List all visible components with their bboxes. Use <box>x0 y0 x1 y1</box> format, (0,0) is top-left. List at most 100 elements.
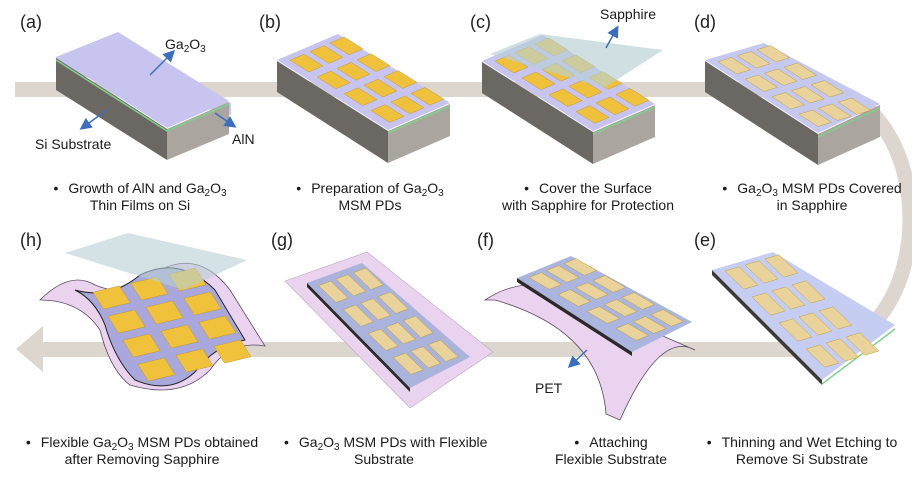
electrode-pad <box>390 95 425 115</box>
electrode-pad <box>586 306 620 324</box>
electrode-pad <box>650 309 684 327</box>
electrode-pad <box>329 36 364 56</box>
panel-label-h: (h) <box>20 230 42 250</box>
electrode-pad <box>798 312 833 336</box>
electrode-array <box>289 36 445 123</box>
electrode-pad <box>360 298 391 321</box>
electrode-pad <box>122 333 161 358</box>
panel-g-assembly <box>284 251 494 409</box>
electrode-pad <box>744 260 779 284</box>
panel-label-b: (b) <box>259 12 281 32</box>
electrode-pad <box>724 266 759 290</box>
panel-f-assembly <box>483 256 696 421</box>
electrode-pad <box>363 78 398 98</box>
electrode-pad <box>783 62 817 80</box>
electrode-pad <box>160 324 199 349</box>
electrode-pad <box>336 62 371 81</box>
electrode-pad <box>353 267 384 290</box>
si-pointer <box>79 109 108 130</box>
panel-label-e: (e) <box>694 230 716 250</box>
flow-path-arrowhead <box>16 326 43 372</box>
electrode-array <box>318 267 459 375</box>
electrode-pad <box>428 339 459 362</box>
panel-label-a: (a) <box>20 12 42 32</box>
electrode-pad <box>764 254 799 278</box>
electrode-pad <box>145 300 184 325</box>
electrode-array <box>528 258 684 341</box>
electrode-pad <box>810 80 844 98</box>
electrode-pad <box>383 70 418 89</box>
electrode-pad <box>744 74 778 92</box>
electrode-pad <box>621 292 655 310</box>
electrode-pad <box>213 339 252 364</box>
electrode-array <box>717 45 871 127</box>
panel-d-wafer <box>705 43 881 165</box>
electrode-pad <box>818 306 853 330</box>
electrode-pad <box>309 45 344 64</box>
electrode-pad <box>837 97 871 115</box>
electrode-pad <box>356 53 391 72</box>
electrode-pad <box>633 316 667 334</box>
electrode-pad <box>403 315 434 338</box>
annotation-ga2o3: Ga2O3 <box>165 36 206 55</box>
electrode-pad <box>137 357 176 382</box>
electrode-pad <box>615 323 649 341</box>
annotation-aln: AlN <box>232 131 255 147</box>
electrode-pad <box>370 104 405 123</box>
panel-label-g: (g) <box>271 230 293 250</box>
electrode-pad <box>717 57 751 75</box>
electrode-pad <box>175 348 214 373</box>
electrode-pad <box>818 103 852 121</box>
panel-e-wafer <box>712 252 896 385</box>
electrode-pad <box>343 87 378 106</box>
electrode-pad <box>198 315 237 340</box>
electrode-pad <box>563 258 597 276</box>
electrode-pad <box>771 92 805 110</box>
electrode-pad <box>385 322 416 345</box>
electrode-pad <box>368 328 399 351</box>
ga2o3-pointer <box>149 49 176 76</box>
electrode-pad <box>528 272 562 290</box>
panel-c-wafer <box>482 25 663 164</box>
panel-a-wafer <box>55 32 237 160</box>
panel-b-wafer <box>277 34 451 163</box>
electrode-pad <box>557 289 591 307</box>
electrode-pad <box>548 88 583 107</box>
electrode-pad <box>575 105 610 124</box>
electrode-pad <box>316 70 351 90</box>
sapphire-pointer <box>605 25 619 49</box>
panel-h-assembly <box>39 233 266 391</box>
electrode-pad <box>756 45 790 63</box>
electrode-pad <box>595 96 630 116</box>
electrode-pad <box>183 291 222 316</box>
aln-pointer <box>214 112 237 128</box>
electrode-pad <box>575 282 609 300</box>
electrode-pad <box>805 344 840 368</box>
electrode-pad <box>825 338 860 362</box>
electrode-pad <box>845 332 880 356</box>
electrode-pad <box>343 304 374 327</box>
electrode-pad <box>791 86 825 104</box>
electrode-pad <box>764 68 798 86</box>
electrode-pad <box>751 292 786 316</box>
electrode-pad <box>107 309 146 334</box>
electrode-pad <box>604 299 638 317</box>
annotation-pet: PET <box>535 380 563 396</box>
panel-label-d: (d) <box>694 12 716 32</box>
panel-label-c: (c) <box>470 12 491 32</box>
electrode-pad <box>592 275 626 293</box>
sapphire-sheet <box>65 233 247 290</box>
electrode-pad <box>778 318 813 342</box>
electrode-pad <box>289 53 324 73</box>
electrode-pad <box>92 285 131 310</box>
electrode-pad <box>410 346 441 369</box>
electrode-pad <box>318 280 349 303</box>
electrode-pad <box>798 109 832 127</box>
